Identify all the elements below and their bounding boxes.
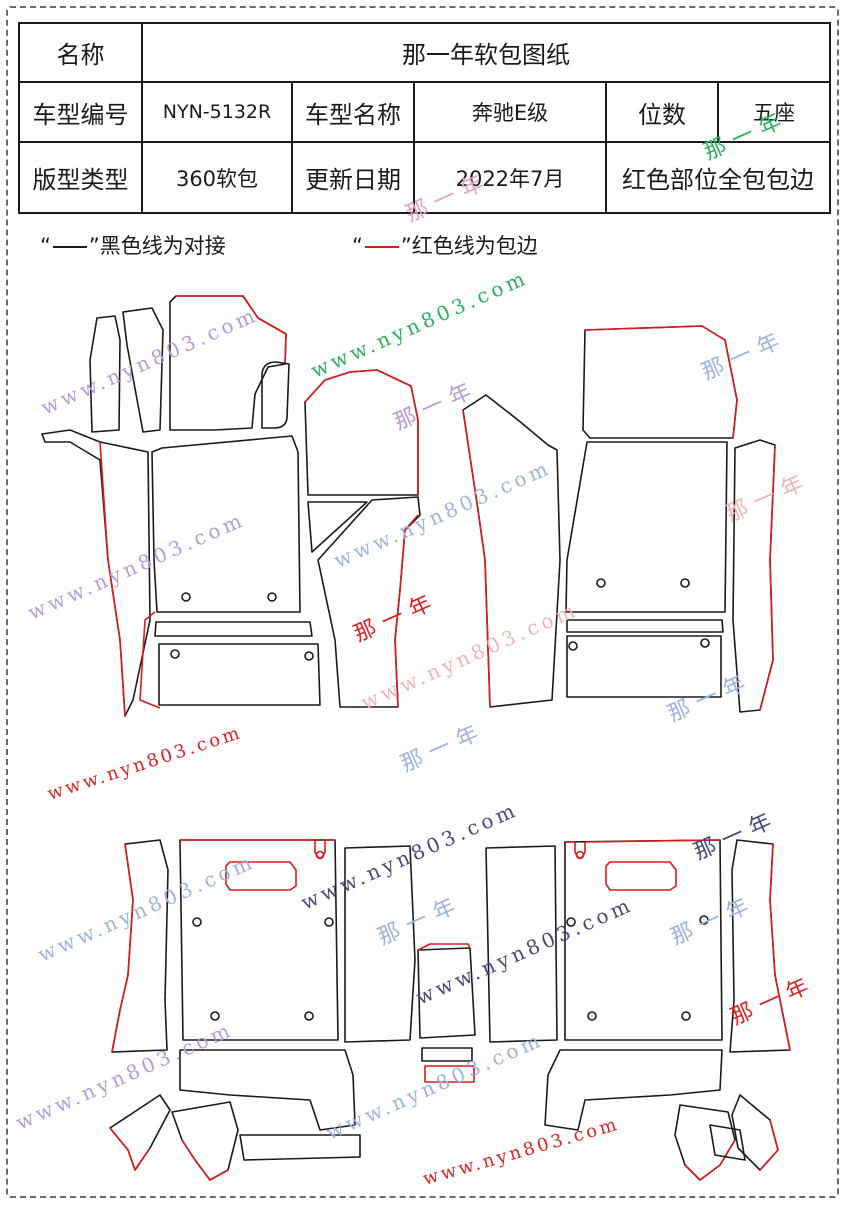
watermark-cn: 那一年 <box>664 668 756 727</box>
piece-hump-top <box>417 947 476 1039</box>
info-table: 名称 那一年软包图纸 车型编号 NYN-5132R 车型名称 奔驰E级 位数 五… <box>18 22 831 214</box>
page-border <box>6 6 839 1198</box>
piece-rear-left-step <box>179 1049 356 1131</box>
center-tunnel-mats <box>304 369 421 708</box>
mount-hole <box>210 1011 220 1021</box>
mount-hole <box>700 638 710 648</box>
rear-center-hump-mats <box>417 943 476 1083</box>
mount-hole <box>680 578 690 588</box>
legend-black-line: “”黑色线为对接 <box>40 234 226 258</box>
mount-hole <box>192 917 202 927</box>
piece-rear-right-step <box>544 1049 723 1131</box>
seats-label: 位数 <box>605 81 719 143</box>
mount-hole <box>587 1011 597 1021</box>
piece-rear-left-arch-strip <box>239 1134 361 1161</box>
name-label: 名称 <box>18 22 143 83</box>
piece-passenger-heel-mat <box>566 635 722 698</box>
mount-hole <box>566 917 576 927</box>
watermark-cn: 那一年 <box>722 468 814 527</box>
watermark-url: www.nyn803.com <box>24 507 249 625</box>
mount-hole <box>681 1011 691 1021</box>
watermark-cn: 那一年 <box>402 168 494 227</box>
pattern-type-label: 版型类型 <box>18 141 143 214</box>
mount-hole <box>267 592 277 602</box>
mount-hole <box>699 915 709 925</box>
piece-rear-right-tunnel <box>485 845 558 1043</box>
passenger-footwell-mats <box>462 325 776 713</box>
piece-passenger-connector <box>566 619 724 633</box>
mount-hole <box>304 651 314 661</box>
model-name-value: 奔驰E级 <box>413 81 607 143</box>
legend-red-line: “”红色线为包边 <box>352 234 538 258</box>
mount-hole <box>170 649 180 659</box>
seats-value: 五座 <box>717 81 831 143</box>
piece-driver-heel-mat <box>158 643 321 706</box>
watermark-cn: 那一年 <box>690 806 782 865</box>
piece-slanted-strip <box>122 307 164 433</box>
watermark-cn: 那一年 <box>667 891 759 950</box>
piece-left-pillar-strip <box>89 315 121 433</box>
watermark-url: www.nyn803.com <box>421 1114 622 1190</box>
rear-left-mats <box>109 839 416 1181</box>
piece-rear-right-arch-strip <box>709 1124 746 1161</box>
piece-rear-right-arch-inner <box>674 1104 736 1181</box>
wrap-edge-note: 红色部位全包包边 <box>605 141 831 214</box>
update-date-value: 2022年7月 <box>413 141 607 214</box>
watermark-url: www.nyn803.com <box>37 302 262 420</box>
watermark-url: www.nyn803.com <box>307 265 532 383</box>
update-date-label: 更新日期 <box>291 141 415 214</box>
name-value: 那一年软包图纸 <box>141 22 831 83</box>
line-legend: “”黑色线为对接 “”红色线为包边 <box>40 230 820 260</box>
mount-hole <box>181 592 191 602</box>
watermark-cn: 那一年 <box>727 971 819 1030</box>
legend-red-text: 红色线为包边 <box>411 234 538 258</box>
mount-hole <box>304 1011 314 1021</box>
watermark-url: www.nyn803.com <box>45 722 245 805</box>
watermark-layer: www.nyn803.com www.nyn803.com www.nyn803… <box>12 106 819 1190</box>
rear-right-mats <box>485 839 791 1181</box>
watermark-url: www.nyn803.com <box>322 1027 547 1145</box>
piece-rear-left-sill <box>111 839 169 1053</box>
model-code-value: NYN-5132R <box>141 81 293 143</box>
piece-passenger-floor-main <box>565 441 728 613</box>
watermark-url: www.nyn803.com <box>330 455 555 573</box>
legend-black-text: 黑色线为对接 <box>99 234 226 258</box>
mount-hole <box>568 641 578 651</box>
watermark-cn: 那一年 <box>700 106 792 165</box>
piece-hump-strip-2 <box>424 1065 475 1083</box>
pattern-type-value: 360软包 <box>141 141 293 214</box>
watermark-cn: 那一年 <box>397 718 489 777</box>
piece-rear-left-arch-outer <box>109 1094 171 1171</box>
model-code-label: 车型编号 <box>18 81 143 143</box>
watermark-url: www.nyn803.com <box>12 1017 237 1135</box>
piece-driver-floor-main <box>151 435 301 613</box>
red-line-swatch <box>364 246 399 248</box>
piece-hump-strip-1 <box>421 1047 473 1062</box>
piece-tunnel-wedge <box>307 501 368 553</box>
mount-hole <box>324 917 334 927</box>
model-name-label: 车型名称 <box>291 81 415 143</box>
watermark-cn: 那一年 <box>350 588 442 647</box>
seat-rail-cutout <box>225 861 297 891</box>
piece-pedal-block <box>261 361 290 429</box>
driver-footwell-mats <box>41 295 321 717</box>
watermark-url: www.nyn803.com <box>297 797 522 915</box>
mount-hole <box>596 578 606 588</box>
watermark-url: www.nyn803.com <box>34 849 259 967</box>
watermark-cn: 那一年 <box>374 891 466 950</box>
black-line-swatch <box>52 246 87 248</box>
watermark-cn: 那一年 <box>698 326 790 385</box>
seat-rail-cutout <box>605 861 677 891</box>
piece-rear-left-tunnel <box>344 845 416 1043</box>
piece-front-connector-strip <box>154 621 313 637</box>
